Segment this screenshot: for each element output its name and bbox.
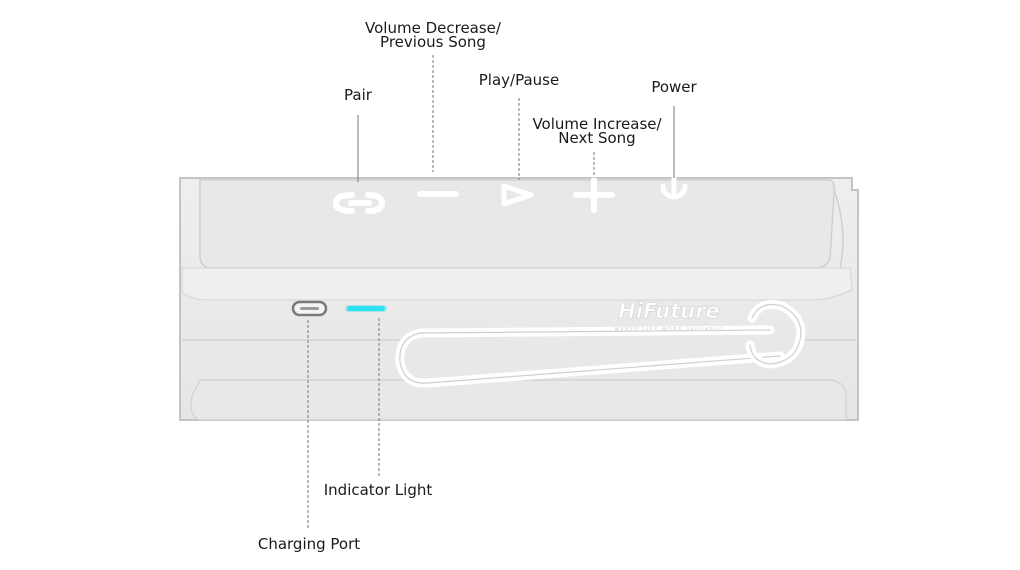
logo-brand: HiFuture xyxy=(618,299,720,323)
label-charging-port: Charging Port xyxy=(257,535,361,553)
pair-icon xyxy=(332,192,386,214)
label-volume-decrease: Volume Decrease/ Previous Song xyxy=(352,19,514,51)
usb-c-port-icon xyxy=(291,300,328,317)
label-pair: Pair xyxy=(344,86,372,104)
strap xyxy=(395,300,806,388)
plus-icon xyxy=(573,177,615,213)
label-volume-decrease-line1: Volume Decrease/ xyxy=(365,19,501,37)
indicator-light xyxy=(345,305,387,312)
power-icon xyxy=(660,175,688,200)
label-volume-increase-line2: Next Song xyxy=(558,129,636,147)
brand-logo: HiFuture MAKES LIFE MORE VALUABLE xyxy=(614,299,724,334)
speaker-body xyxy=(179,177,859,421)
label-volume-decrease-line2: Previous Song xyxy=(380,33,486,51)
label-volume-increase: Volume Increase/ Next Song xyxy=(518,115,676,147)
label-indicator-light: Indicator Light xyxy=(323,481,433,499)
play-icon xyxy=(501,183,534,207)
leader-lines xyxy=(307,55,675,528)
label-power: Power xyxy=(651,78,697,96)
label-play-pause: Play/Pause xyxy=(478,71,560,89)
logo-tagline: MAKES LIFE MORE VALUABLE xyxy=(615,327,724,333)
label-volume-increase-line1: Volume Increase/ xyxy=(532,115,662,133)
